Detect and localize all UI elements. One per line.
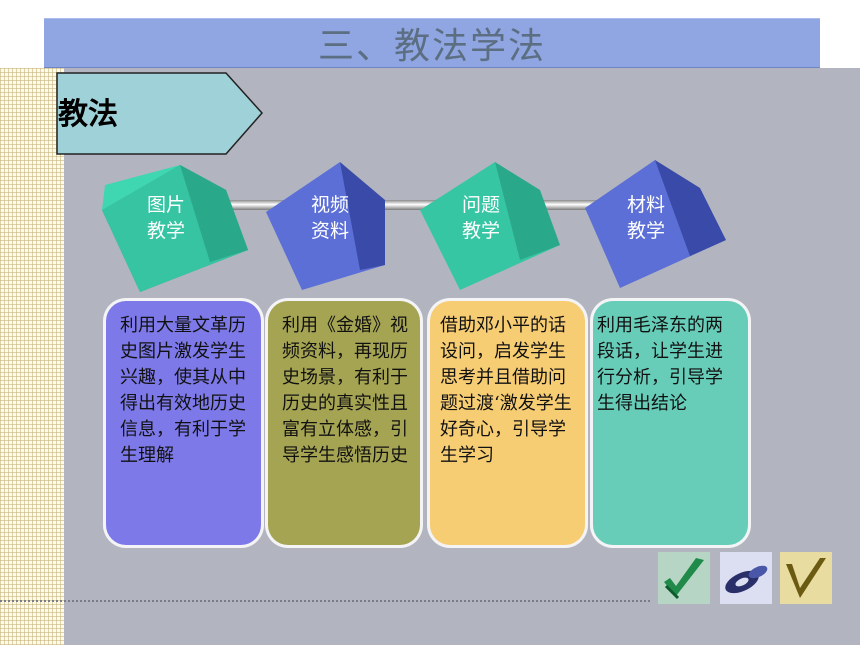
step-label-4: 材料 教学	[606, 192, 686, 244]
footer-dotted-divider	[0, 600, 650, 602]
section-label-arrow	[56, 72, 264, 155]
step-3-line2: 教学	[461, 220, 500, 242]
method-flow-diagram	[102, 160, 726, 292]
left-decorative-strip	[0, 68, 64, 645]
slide-title: 三、教法学法	[317, 26, 546, 67]
green-check-icon	[658, 552, 710, 604]
step-cube-1	[102, 165, 248, 292]
description-card-4: 利用毛泽东的两段话，让学生进行分析，引导学生得出结论	[593, 301, 748, 545]
description-card-2: 利用《金婚》视频资料，再现历史场景，有利于历史的真实性且富有立体感，引导学生感悟…	[268, 301, 420, 545]
step-cube-4	[585, 160, 726, 288]
step-3-line1: 问题	[461, 194, 500, 216]
step-4-line1: 材料	[626, 194, 665, 216]
step-1-line1: 图片	[146, 194, 185, 216]
step-label-1: 图片 教学	[126, 192, 206, 244]
title-bar: 三、教法学法	[44, 18, 820, 68]
disc-icon	[720, 552, 772, 604]
step-label-2: 视频 资料	[290, 192, 370, 244]
description-card-3: 借助邓小平的话设问，启发学生思考并且借助问题过渡‘激发学生好奇心，引导学生学习	[430, 301, 585, 545]
gold-check-icon	[780, 552, 832, 604]
description-card-1: 利用大量文革历史图片激发学生兴趣，使其从中得出有效地历史信息，有利于学生理解	[106, 301, 261, 545]
step-1-line2: 教学	[146, 220, 185, 242]
step-cube-3	[420, 162, 560, 290]
step-cube-2	[266, 162, 385, 290]
step-label-3: 问题 教学	[441, 192, 521, 244]
section-label: 教法	[58, 97, 118, 132]
step-2-line1: 视频	[310, 194, 349, 216]
step-4-line2: 教学	[626, 220, 665, 242]
step-2-line2: 资料	[310, 220, 349, 242]
